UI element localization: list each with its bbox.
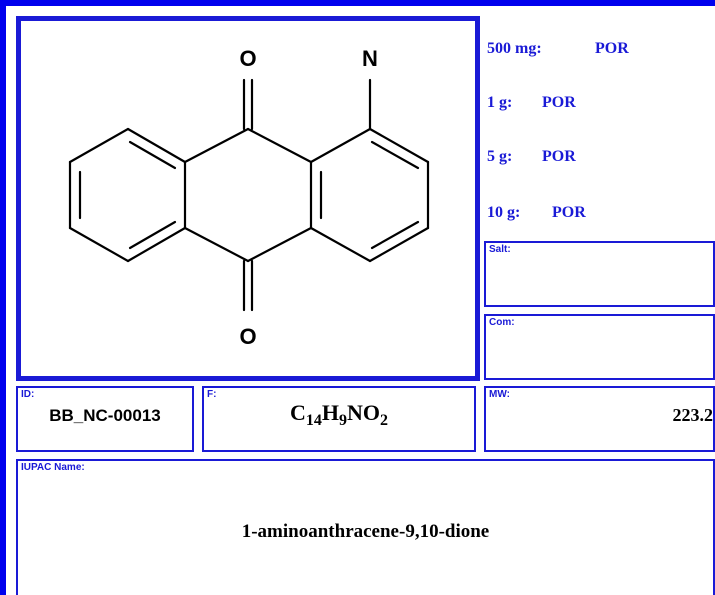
iupac-label: IUPAC Name: [21,462,85,473]
formula-o-count: 2 [380,412,388,429]
price-row-500mg: 500 mg: POR [487,40,629,58]
price-row-5g: 5 g: POR [487,148,576,166]
price-status: POR [542,94,576,111]
salt-box: Salt: [484,241,715,307]
atom-n: N [362,46,378,71]
id-value: BB_NC-00013 [49,406,161,425]
top-edge [0,0,715,6]
atom-o-bottom: O [239,324,256,349]
price-status: POR [552,204,586,221]
com-box: Com: [484,314,715,380]
iupac-box: IUPAC Name: 1-aminoanthracene-9,10-dione [16,459,715,595]
formula-value: C14H9NO2 [204,400,474,430]
salt-label: Salt: [489,244,511,255]
price-status: POR [595,40,629,57]
price-status: POR [542,148,576,165]
id-label: ID: [21,389,35,400]
price-row-1g: 1 g: POR [487,94,576,112]
formula-h: H [321,400,339,425]
price-qty: 10 g: [487,204,521,221]
price-qty: 1 g: [487,94,513,111]
formula-c-count: 14 [305,412,322,429]
price-row-10g: 10 g: POR [487,204,586,222]
mw-value: 223.2 [672,405,714,425]
mw-box: MW: 223.2 [484,386,715,452]
price-qty: 5 g: [487,148,513,165]
formula-label: F: [207,389,217,400]
left-edge [0,0,6,595]
structure-panel: O N O [16,16,480,381]
mw-label: MW: [489,389,510,400]
com-label: Com: [489,317,515,328]
price-qty: 500 mg: [487,40,542,57]
structure-drawing: O N O [68,46,430,349]
formula-box: F: C14H9NO2 [202,386,476,452]
formula-no: NO [347,400,380,425]
iupac-value: 1-aminoanthracene-9,10-dione [241,521,490,542]
atom-o-top: O [239,46,256,71]
formula-c: C [289,400,306,425]
formula-h-count: 9 [339,412,347,429]
id-box: ID: BB_NC-00013 [16,386,194,452]
